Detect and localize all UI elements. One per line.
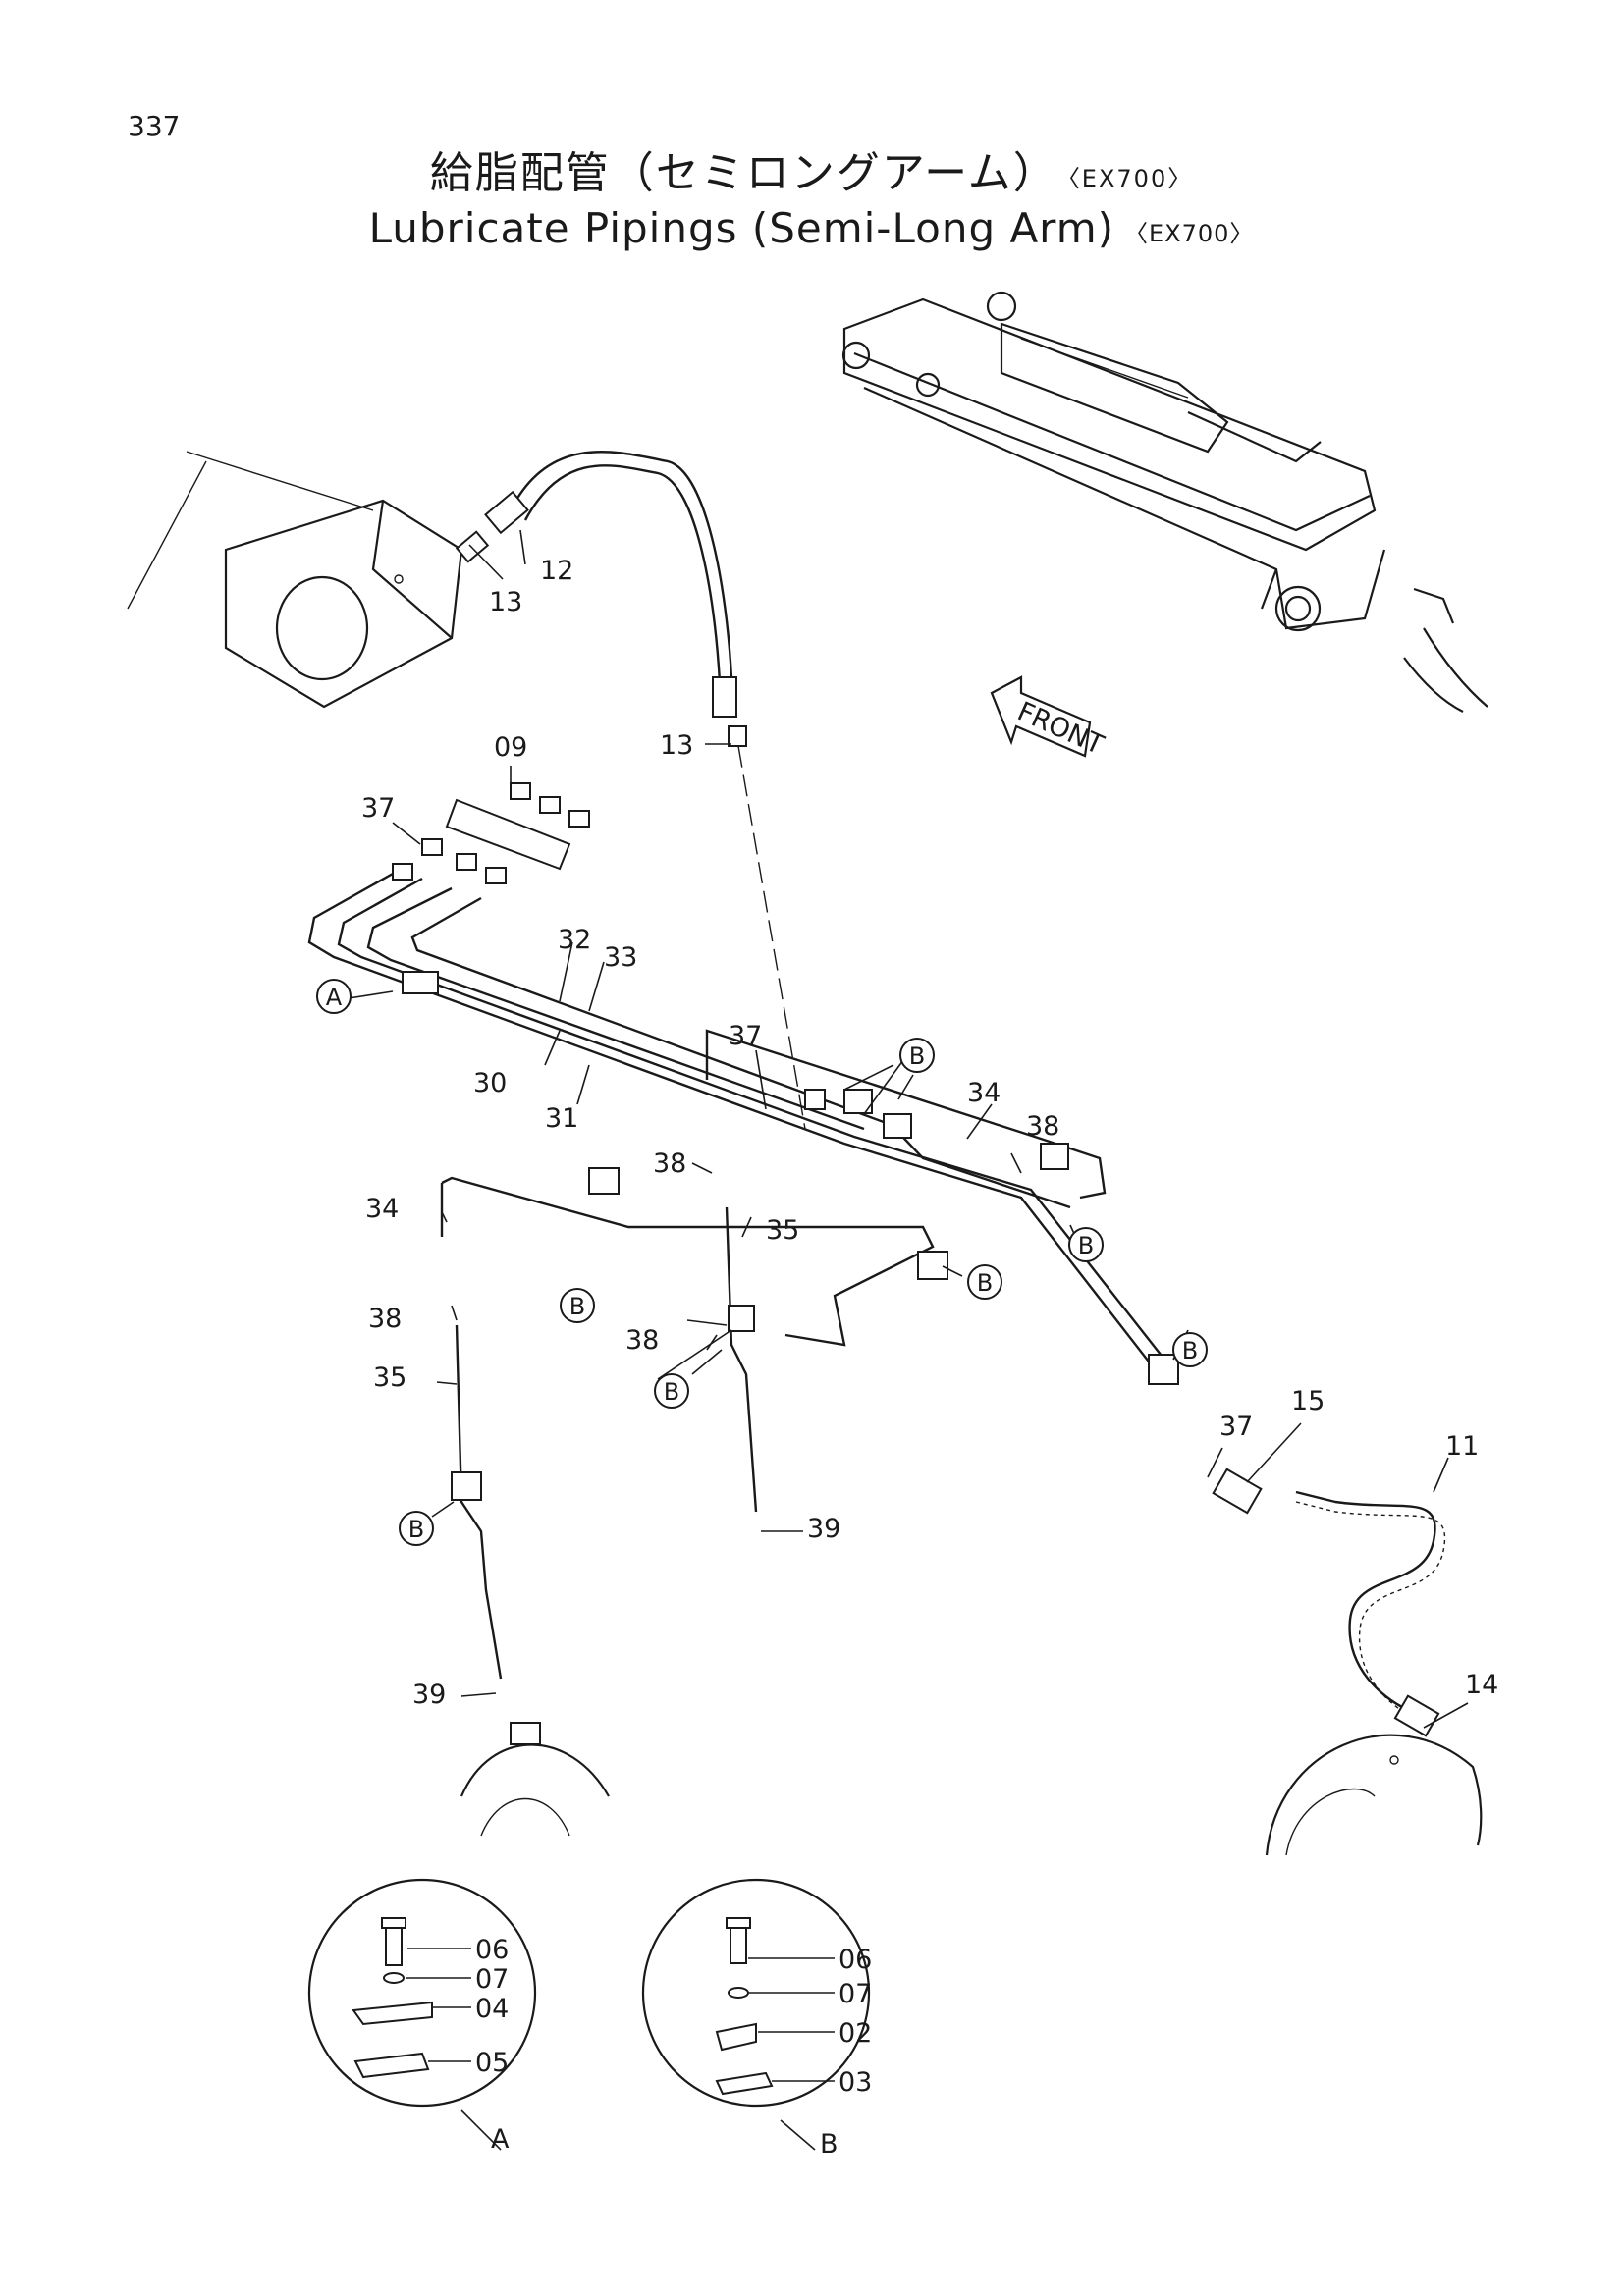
callout-b-text: B	[664, 1378, 679, 1406]
callout-b-text: B	[569, 1293, 585, 1320]
callout-b-text: B	[408, 1516, 424, 1543]
bucket-end-right	[1265, 1734, 1483, 1856]
callout-b-text: B	[1182, 1337, 1198, 1364]
callout-b-4: B	[560, 1288, 595, 1323]
label-30: 30	[473, 1068, 507, 1098]
detail-a-part-05: 05	[475, 2048, 509, 2078]
model-tag: 〈EX700〉	[1067, 164, 1194, 192]
detail-b-caption: B	[820, 2129, 839, 2160]
boom-end-illustration	[127, 451, 463, 709]
label-11: 11	[1445, 1431, 1479, 1462]
front-label: FRONT	[1012, 696, 1108, 761]
page-number: 337	[128, 110, 181, 142]
label-32: 32	[558, 925, 591, 955]
callout-b-text: B	[909, 1042, 925, 1070]
label-33: 33	[604, 942, 637, 973]
pipe-bundle	[307, 872, 1179, 1680]
label-15: 15	[1291, 1386, 1325, 1416]
label-38-c: 38	[368, 1304, 402, 1334]
model-tag-english: 〈EX700〉	[1124, 220, 1255, 247]
label-38: 38	[1026, 1111, 1059, 1142]
label-39: 39	[807, 1514, 840, 1544]
label-14: 14	[1465, 1670, 1498, 1700]
detail-a-caption: A	[491, 2124, 510, 2155]
label-12: 12	[540, 556, 573, 586]
label-34-b: 34	[365, 1194, 399, 1224]
detail-b: 06 07 02 03 B	[641, 1878, 872, 2160]
detail-b-part-06: 06	[839, 1945, 872, 1975]
label-38-d: 38	[625, 1325, 659, 1356]
callout-b-6: B	[1172, 1332, 1208, 1367]
label-38-b: 38	[653, 1148, 686, 1179]
manifold-block	[392, 782, 590, 884]
label-09: 09	[494, 732, 527, 763]
callout-b-5: B	[654, 1373, 689, 1409]
detail-b-part-03: 03	[839, 2067, 872, 2098]
hose-11	[1212, 1468, 1446, 1737]
bucket-end-left	[460, 1722, 610, 1837]
label-37: 37	[361, 793, 395, 824]
label-13-b: 13	[660, 730, 693, 761]
label-35-b: 35	[373, 1362, 406, 1393]
detail-b-part-07: 07	[839, 1979, 872, 2009]
title-japanese: 給脂配管（セミロングアーム） 〈EX700〉	[0, 137, 1623, 200]
detail-a-part-07: 07	[475, 1964, 509, 1995]
title-english: Lubricate Pipings (Semi-Long Arm) 〈EX700〉	[0, 204, 1623, 252]
title-japanese-text: 給脂配管（セミロングアーム）	[429, 148, 1058, 198]
part-labels: 09 37 12 13 13 32 33 30 31 37 34 38 38 3…	[361, 556, 1498, 1710]
detail-a: 06 07 04 05 A	[307, 1878, 537, 2155]
label-13: 13	[489, 587, 522, 617]
callout-b-text: B	[977, 1269, 993, 1297]
label-34: 34	[967, 1078, 1001, 1108]
callout-b-text: B	[1078, 1232, 1094, 1259]
callout-a-main: A	[316, 979, 352, 1014]
detail-a-part-06: 06	[475, 1935, 509, 1965]
callout-b-7: B	[399, 1511, 434, 1546]
callout-b-2: B	[1068, 1227, 1104, 1262]
label-37-b: 37	[729, 1021, 762, 1051]
callout-a-text: A	[326, 984, 343, 1011]
arm-assembly-illustration	[841, 291, 1488, 713]
callout-b-3: B	[967, 1264, 1002, 1300]
label-39-b: 39	[412, 1680, 446, 1710]
detail-a-part-04: 04	[475, 1994, 509, 2024]
front-arrow: FRONT	[990, 675, 1109, 761]
label-35: 35	[766, 1215, 799, 1246]
detail-b-part-02: 02	[839, 2018, 872, 2049]
callout-b-1: B	[899, 1038, 935, 1073]
label-31: 31	[545, 1103, 578, 1134]
label-37-c: 37	[1219, 1412, 1253, 1442]
title-english-text: Lubricate Pipings (Semi-Long Arm)	[368, 204, 1115, 252]
